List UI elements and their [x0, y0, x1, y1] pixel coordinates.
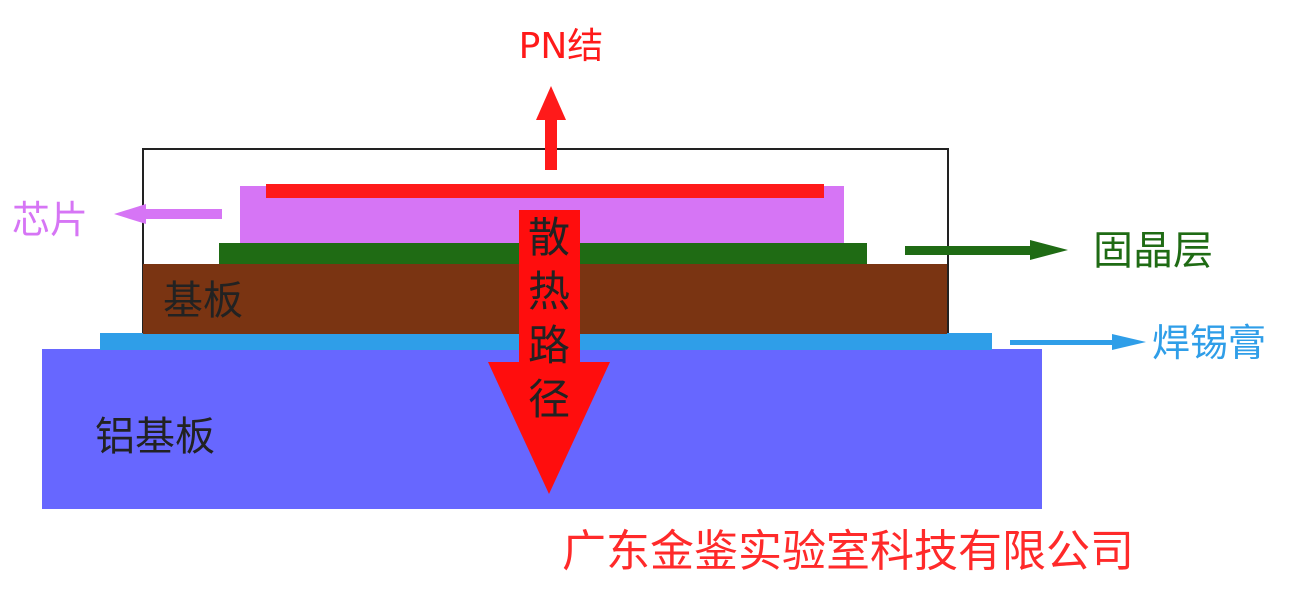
heat-path-char-3: 路 — [528, 321, 570, 370]
substrate-label: 基板 — [163, 278, 243, 324]
die-attach-label: 固晶层 — [1093, 228, 1213, 274]
heat-path-char-4: 径 — [528, 375, 570, 424]
heat-path-arrow — [488, 210, 610, 494]
heat-path-char-2: 热 — [528, 267, 570, 316]
solder-paste-label: 焊锡膏 — [1152, 321, 1266, 365]
aluminum-substrate-label: 铝基板 — [95, 414, 215, 460]
die-attach-arrow — [905, 240, 1068, 260]
company-name: 广东金鉴实验室科技有限公司 — [562, 526, 1134, 577]
heat-path-char-1: 散 — [528, 213, 570, 262]
pn-junction-arrow — [536, 86, 566, 170]
solder-paste-arrow — [1010, 334, 1146, 350]
chip-arrow — [114, 204, 222, 224]
chip-label: 芯片 — [12, 198, 88, 242]
pn-junction-label: PN结 — [519, 26, 604, 67]
pn-junction-line — [266, 184, 824, 198]
